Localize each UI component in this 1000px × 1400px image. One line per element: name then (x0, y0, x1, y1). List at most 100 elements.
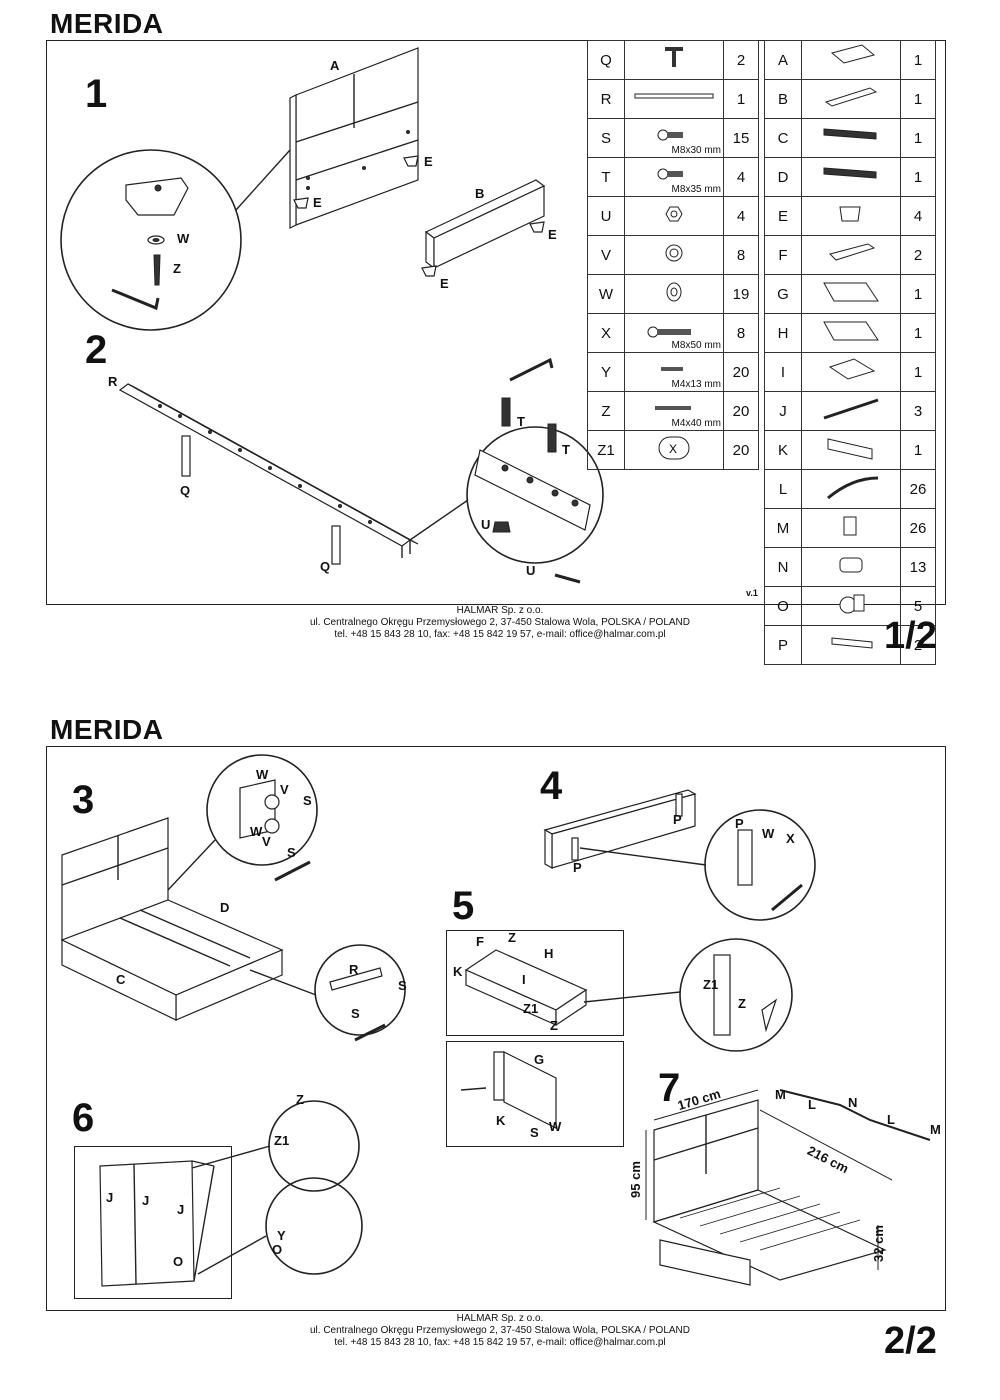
part-code: G (764, 274, 802, 314)
part-picture: X (624, 430, 724, 470)
part-code: M (764, 508, 802, 548)
step5-panel-box (446, 1041, 624, 1147)
part-code: W (587, 274, 625, 314)
label-g: G (534, 1052, 545, 1067)
footer: HALMAR Sp. z o.o. ul. Centralnego Okręgu… (0, 1313, 1000, 1349)
label-z: Z (550, 1018, 558, 1033)
part-quantity: 1 (900, 313, 936, 353)
footer: HALMAR Sp. z o.o. ul. Centralnego Okręgu… (0, 605, 1000, 641)
part-quantity: 5 (900, 586, 936, 626)
part-code: S (587, 118, 625, 158)
screw-icon (625, 367, 723, 391)
part-picture (801, 196, 901, 236)
part-picture (801, 157, 901, 197)
part-picture (624, 79, 724, 119)
part-code: I (764, 352, 802, 392)
part-quantity: 4 (900, 196, 936, 236)
long-screw-icon (625, 406, 723, 430)
part-code: Q (587, 40, 625, 80)
part-picture: M8x35 mm (624, 157, 724, 197)
panel-icon (802, 282, 900, 313)
label-z1: Z1 (274, 1133, 290, 1148)
part-picture (624, 196, 724, 236)
part-quantity: 20 (723, 352, 759, 392)
panel-icon (802, 321, 900, 352)
part-quantity: 26 (900, 508, 936, 548)
label-h: H (544, 946, 554, 961)
part-picture (624, 40, 724, 80)
label-r: R (108, 374, 118, 389)
step2-illustration (118, 357, 604, 584)
part-quantity: 4 (723, 157, 759, 197)
part-quantity: 1 (900, 430, 936, 470)
label-t: T (517, 414, 525, 429)
part-code: D (764, 157, 802, 197)
part-quantity: 2 (900, 235, 936, 275)
part-quantity: 2 (723, 40, 759, 80)
label-w: W (549, 1119, 562, 1134)
part-picture (801, 352, 901, 392)
step1-illustration (60, 47, 546, 331)
long-bolt-icon (625, 326, 723, 352)
part-quantity: 8 (723, 313, 759, 353)
label-w: W (762, 826, 775, 841)
part-code: P (764, 625, 802, 665)
part-picture: M4x40 mm (624, 391, 724, 431)
part-quantity: 1 (900, 352, 936, 392)
part-picture: M8x50 mm (624, 313, 724, 353)
label-p: P (673, 812, 682, 827)
footboard-icon (802, 87, 900, 118)
part-picture (801, 274, 901, 314)
label-p: P (735, 816, 744, 831)
part-spec: M8x50 mm (671, 340, 721, 351)
label-s: S (303, 793, 312, 808)
drawer-side-icon (802, 243, 900, 274)
part-quantity: 8 (723, 235, 759, 275)
foot-icon (802, 206, 900, 235)
label-e: E (440, 276, 449, 291)
label-a: A (330, 58, 340, 73)
label-k: K (496, 1113, 506, 1128)
company-name: HALMAR Sp. z o.o. (456, 1313, 544, 1324)
part-picture: M4x13 mm (624, 352, 724, 392)
label-u: U (481, 517, 491, 532)
label-e: E (424, 154, 433, 169)
step-number: 2 (85, 328, 108, 372)
label-w: W (250, 824, 263, 839)
part-code: R (587, 79, 625, 119)
part-quantity: 3 (900, 391, 936, 431)
label-x: X (786, 831, 795, 846)
label-u: U (526, 563, 536, 578)
part-code: X (587, 313, 625, 353)
step5-illustration (460, 949, 588, 1129)
label-c: C (116, 972, 126, 987)
bolt-icon (625, 168, 723, 196)
part-code: Z1 (587, 430, 625, 470)
label-z: Z (296, 1092, 304, 1107)
part-code: O (764, 586, 802, 626)
part-picture: M8x30 mm (624, 118, 724, 158)
part-quantity: 19 (723, 274, 759, 314)
label-d: D (220, 900, 230, 915)
part-picture (801, 313, 901, 353)
step7-illustration (645, 1089, 931, 1286)
page-number: 1/2 (884, 615, 937, 657)
step3-illustration (60, 754, 406, 1042)
part-quantity: 1 (900, 118, 936, 158)
part-spec: M8x30 mm (671, 145, 721, 156)
part-picture (624, 274, 724, 314)
svg-text:X: X (669, 442, 677, 456)
spring-washer-icon (625, 244, 723, 274)
